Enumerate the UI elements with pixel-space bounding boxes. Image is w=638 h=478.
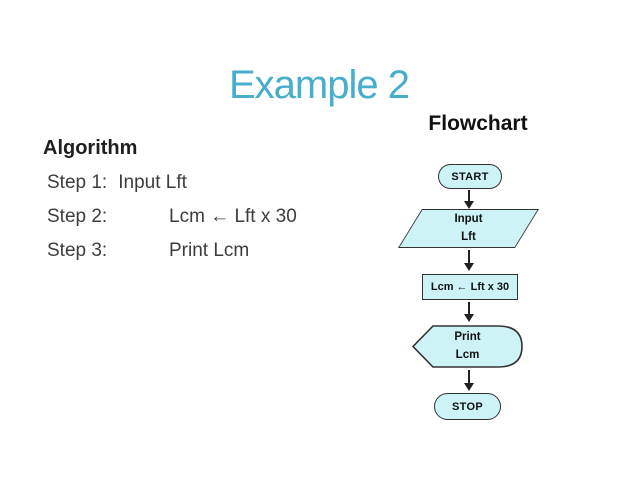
start-terminator: START [438,164,502,189]
input-label-line1: Input [454,213,483,225]
step-text: Print Lcm [169,240,250,261]
stop-label: STOP [452,400,483,413]
print-label: Print Lcm [412,328,523,364]
connector-line [468,250,470,264]
input-label-line2: Lft [461,231,476,243]
step-text: Lcm ← Lft x 30 [169,206,297,227]
start-label: START [451,170,489,183]
step-text: Input Lft [118,172,187,193]
connector-line [468,370,470,384]
display-shape [412,325,523,368]
algorithm-step: Step 3: Print Lcm [47,240,297,262]
algorithm-steps: Step 1: Input Lft Step 2: Lcm ← Lft x 30 S… [47,172,297,274]
algorithm-heading: Algorithm [43,137,138,159]
print-label-line2: Lcm [455,349,480,361]
step-label: Step 2: [47,206,108,227]
print-label-line1: Print [454,331,481,343]
stop-terminator: STOP [434,393,501,420]
step-label: Step 1: [47,172,108,193]
process-label: Lcm ← Lft x 30 [430,281,510,293]
input-label: Input Lft [398,210,539,246]
algorithm-step: Step 2: Lcm ← Lft x 30 [47,206,297,228]
arrow-down-icon [464,201,474,209]
display-shape-path [412,325,523,368]
slide-title: Example 2 [229,63,410,107]
connector-line [468,190,470,202]
connector-line [468,302,470,315]
step-label: Step 3: [47,240,108,261]
arrow-down-icon [464,383,474,391]
arrow-down-icon [464,263,474,271]
flowchart-heading: Flowchart [428,112,528,135]
arrow-down-icon [464,314,474,322]
algorithm-step: Step 1: Input Lft [47,172,297,194]
process-box: Lcm ← Lft x 30 [422,274,518,300]
